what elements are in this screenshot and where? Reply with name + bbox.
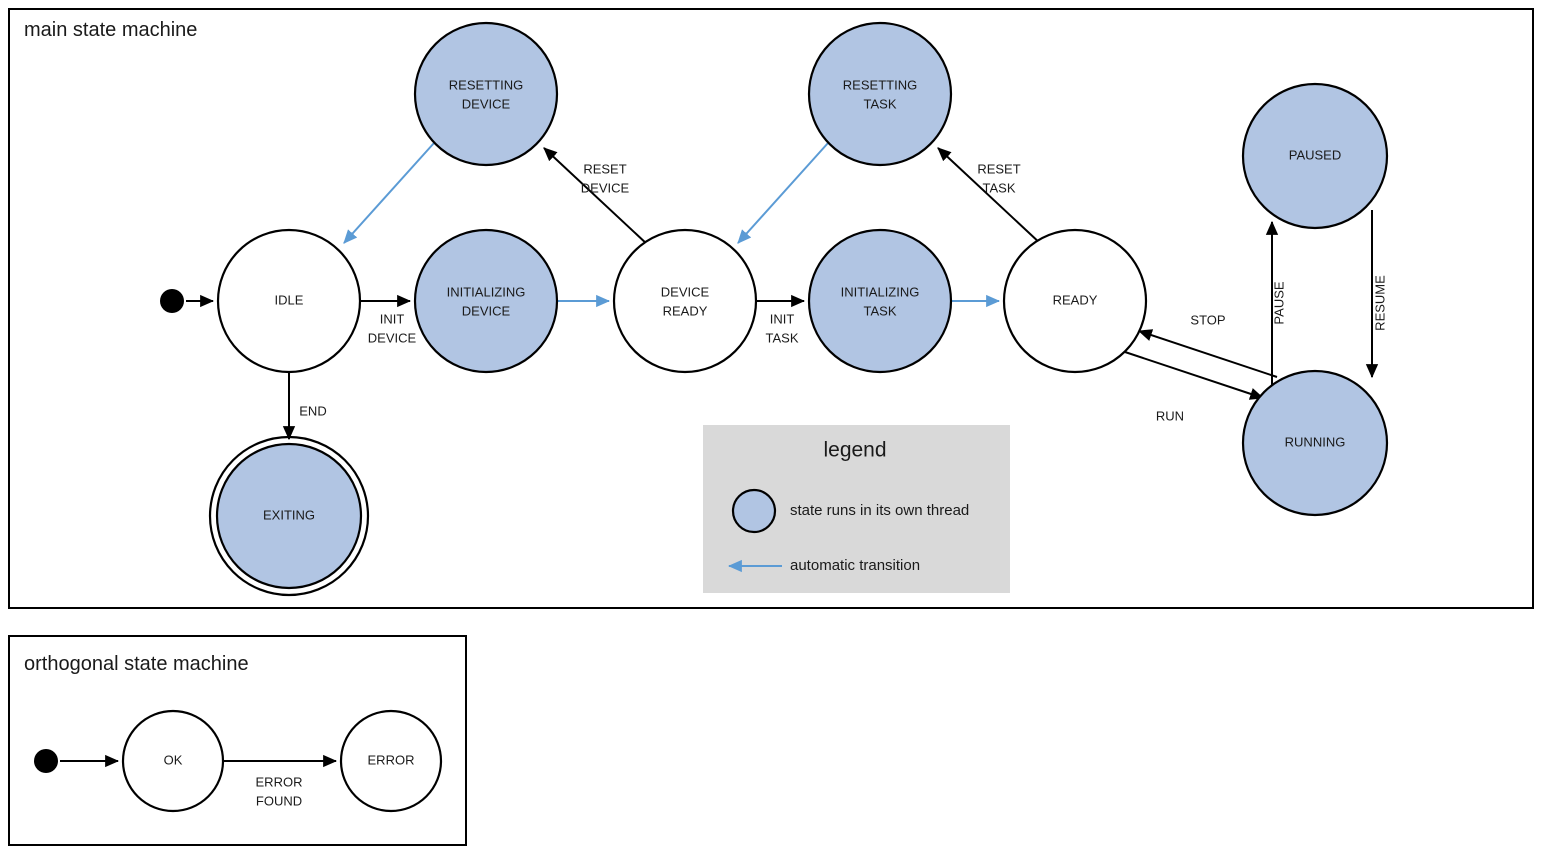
edge-label-stop: STOP	[1190, 312, 1225, 327]
state-initializing-task-label-line2: TASK	[864, 303, 897, 318]
legend-thread-state-text: state runs in its own thread	[790, 502, 969, 519]
state-running-circle[interactable]	[1241, 369, 1389, 517]
state-exiting-outer-ring	[208, 435, 370, 597]
state-idle-circle[interactable]	[216, 228, 362, 374]
state-resetting-task-circle[interactable]	[807, 21, 953, 167]
state-initializing-task[interactable]: INITIALIZING TASK	[807, 228, 953, 374]
state-idle[interactable]: IDLE	[216, 228, 362, 374]
state-resetting-device[interactable]: RESETTING DEVICE	[413, 21, 559, 167]
state-paused[interactable]: PAUSED	[1241, 82, 1389, 230]
state-ready-circle[interactable]	[1002, 228, 1148, 374]
state-device-ready[interactable]: DEVICE READY	[612, 228, 758, 374]
edge-label-reset-device-line2: DEVICE	[581, 180, 630, 195]
state-idle-label: IDLE	[275, 292, 304, 307]
edge-ready-to-running	[1124, 351, 1265, 400]
state-device-ready-label-line1: DEVICE	[661, 284, 710, 299]
legend: legend state runs in its own thread auto…	[703, 425, 1010, 593]
edge-resetting-task-to-device-ready	[737, 142, 829, 244]
state-exiting[interactable]: EXITING	[208, 435, 370, 597]
start-marker-main	[160, 289, 184, 313]
edge-label-run: RUN	[1156, 408, 1184, 423]
state-running[interactable]: RUNNING	[1241, 369, 1389, 517]
state-ready-label: READY	[1053, 292, 1098, 307]
edge-label-reset-device-line1: RESET	[583, 161, 626, 176]
edge-label-pause: PAUSE	[1271, 281, 1286, 324]
edge-label-init-task-line1: INIT	[770, 311, 795, 326]
state-paused-circle[interactable]	[1241, 82, 1389, 230]
state-initializing-device[interactable]: INITIALIZING DEVICE	[413, 228, 559, 374]
state-initializing-task-circle[interactable]	[807, 228, 953, 374]
main-machine-edge-labels: INIT DEVICE END RESET DEVICE INIT TASK R…	[299, 161, 1387, 423]
state-exiting-circle[interactable]	[215, 442, 363, 590]
state-initializing-task-label-line1: INITIALIZING	[841, 284, 920, 299]
state-device-ready-label-line2: READY	[663, 303, 708, 318]
state-device-ready-circle[interactable]	[612, 228, 758, 374]
edge-label-init-task-line2: TASK	[766, 330, 799, 345]
state-resetting-task-label-line1: RESETTING	[843, 77, 917, 92]
state-ready[interactable]: READY	[1002, 228, 1148, 374]
main-machine-states: IDLE RESETTING DEVICE INITIALIZING DEVIC…	[160, 21, 1389, 597]
state-resetting-device-label-line2: DEVICE	[462, 96, 511, 111]
edge-label-reset-task-line1: RESET	[977, 161, 1020, 176]
state-paused-label: PAUSED	[1289, 147, 1342, 162]
legend-thread-state-swatch	[731, 488, 777, 534]
edge-device-ready-to-resetting-device	[543, 147, 649, 246]
state-error-label: ERROR	[368, 752, 415, 767]
state-ok[interactable]: OK	[121, 709, 225, 813]
edge-running-to-ready	[1137, 329, 1278, 378]
edge-label-init-device-line1: INIT	[380, 311, 405, 326]
state-exiting-label: EXITING	[263, 507, 315, 522]
main-machine-edges	[186, 142, 1379, 441]
orthogonal-state-machine-container: orthogonal state machine ERROR FOUND OK …	[8, 635, 467, 846]
edge-label-init-device-line2: DEVICE	[368, 330, 417, 345]
state-initializing-device-label-line2: DEVICE	[462, 303, 511, 318]
start-marker-orthogonal	[34, 749, 58, 773]
legend-auto-transition-text: automatic transition	[790, 557, 920, 574]
edge-resetting-device-to-idle	[343, 142, 435, 244]
state-error-circle[interactable]	[339, 709, 443, 813]
edge-label-error-found-line2: FOUND	[256, 793, 302, 808]
state-resetting-task[interactable]: RESETTING TASK	[807, 21, 953, 167]
edge-label-resume: RESUME	[1372, 275, 1387, 331]
legend-title: legend	[823, 439, 886, 462]
main-machine-title: main state machine	[24, 19, 197, 41]
state-ok-label: OK	[164, 752, 183, 767]
edge-label-reset-task-line2: TASK	[983, 180, 1016, 195]
edge-label-error-found-line1: ERROR	[256, 774, 303, 789]
state-resetting-device-label-line1: RESETTING	[449, 77, 523, 92]
state-resetting-task-label-line2: TASK	[864, 96, 897, 111]
state-initializing-device-label-line1: INITIALIZING	[447, 284, 526, 299]
edge-label-end: END	[299, 403, 326, 418]
orthogonal-machine-title: orthogonal state machine	[24, 653, 249, 675]
state-ok-circle[interactable]	[121, 709, 225, 813]
state-initializing-device-circle[interactable]	[413, 228, 559, 374]
edge-ready-to-resetting-task	[937, 147, 1043, 246]
state-error[interactable]: ERROR	[339, 709, 443, 813]
state-running-label: RUNNING	[1285, 434, 1346, 449]
state-resetting-device-circle[interactable]	[413, 21, 559, 167]
